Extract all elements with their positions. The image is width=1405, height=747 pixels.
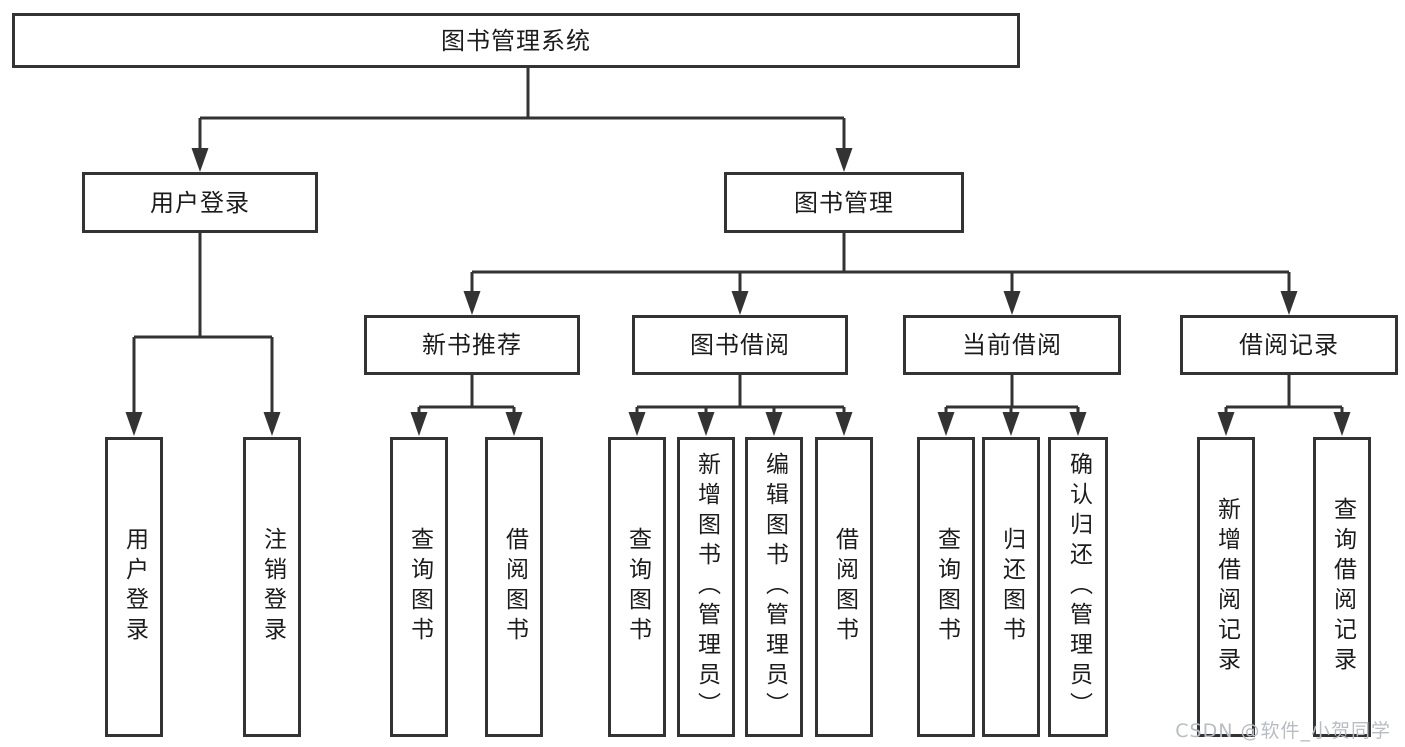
arrow-icon (1333, 412, 1351, 436)
node-current-borrowing: 当前借阅 (903, 315, 1121, 375)
node-query-borrow-record: 查询借阅记录 (1313, 437, 1371, 737)
node-borrowing-records: 借阅记录 (1180, 315, 1398, 375)
node-return-books: 归还图书 (982, 437, 1040, 737)
arrowheads (125, 148, 1351, 436)
node-book-management: 图书管理 (724, 172, 964, 233)
watermark: CSDN @软件_小贺同学 (1175, 720, 1391, 742)
node-library-management-system: 图书管理系统 (12, 13, 1020, 68)
arrow-icon (937, 412, 955, 436)
node-query-books-recommend: 查询图书 (390, 437, 448, 737)
node-query-books-current: 查询图书 (917, 437, 975, 737)
arrow-icon (191, 148, 209, 172)
node-user-login-action: 用户登录 (105, 437, 163, 737)
arrow-icon (1217, 412, 1235, 436)
arrow-icon (697, 412, 715, 436)
arrow-icon (731, 291, 749, 315)
tree-edges (132, 68, 1344, 430)
node-edit-book-admin: 编辑图书（管理员） (745, 437, 803, 737)
node-borrow-books-recommend: 借阅图书 (485, 437, 543, 737)
arrow-icon (505, 412, 523, 436)
node-new-book-recommendation: 新书推荐 (364, 315, 580, 375)
arrow-icon (1002, 412, 1020, 436)
node-query-books-borrowing: 查询图书 (608, 437, 666, 737)
node-logout: 注销登录 (243, 437, 301, 737)
arrow-icon (765, 412, 783, 436)
arrow-icon (835, 412, 853, 436)
node-confirm-return-admin: 确认归还（管理员） (1048, 437, 1108, 737)
arrow-icon (410, 412, 428, 436)
arrow-icon (125, 412, 143, 436)
node-borrow-books: 借阅图书 (815, 437, 873, 737)
arrow-icon (1003, 291, 1021, 315)
node-add-borrow-record: 新增借阅记录 (1197, 437, 1255, 737)
arrow-icon (1069, 412, 1087, 436)
arrow-icon (1280, 291, 1298, 315)
arrow-icon (835, 148, 853, 172)
node-add-book-admin: 新增图书（管理员） (677, 437, 735, 737)
node-user-login: 用户登录 (82, 172, 318, 233)
arrow-icon (628, 412, 646, 436)
arrow-icon (263, 412, 281, 436)
node-book-borrowing: 图书借阅 (632, 315, 848, 375)
arrow-icon (463, 291, 481, 315)
